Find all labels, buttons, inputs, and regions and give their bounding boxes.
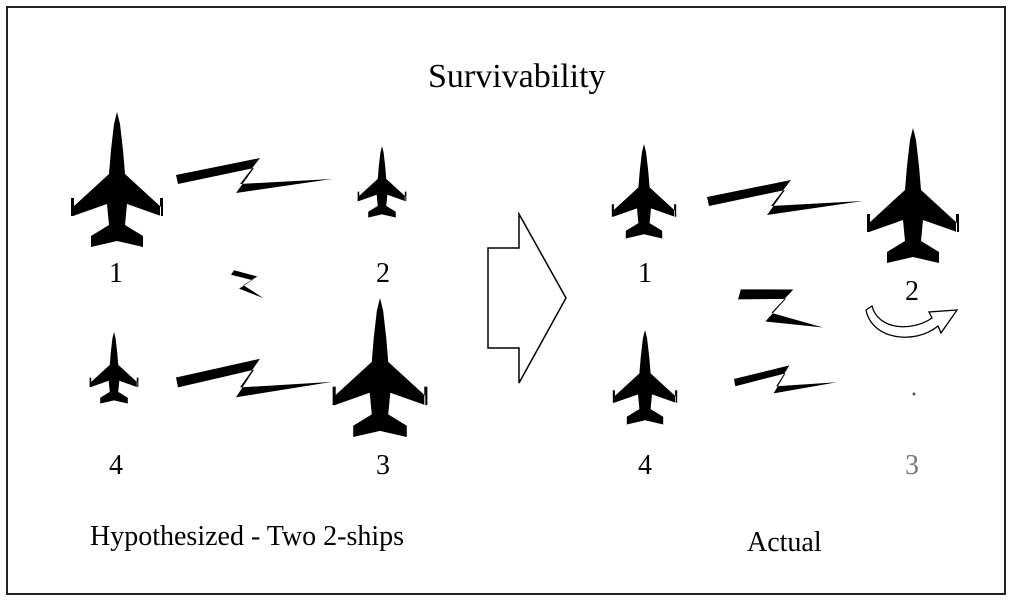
aircraft-number-1: 1: [638, 258, 652, 289]
aircraft-number-3: 3: [905, 450, 919, 481]
fighter-jet-icon: [332, 298, 428, 438]
diagram-title: Survivability: [428, 58, 606, 95]
fighter-jet-icon: [71, 112, 163, 247]
hypothesized-caption: Hypothesized - Two 2-ships: [90, 521, 405, 552]
lightning-bolt-icon: [734, 365, 837, 394]
lightning-bolt-icon: [176, 358, 332, 398]
curved-arrow-icon: [865, 304, 959, 338]
fighter-jet-icon: [612, 330, 678, 425]
lightning-bolt-icon: [176, 158, 332, 193]
lightning-bolt-icon: [227, 262, 272, 305]
fighter-jet-icon: [357, 146, 407, 218]
fighter-jet-icon: [611, 144, 677, 239]
lightning-bolt-icon: [707, 180, 863, 215]
aircraft-number-2: 2: [905, 276, 919, 307]
lightning-bolt-icon: [733, 271, 833, 343]
aircraft-number-1: 1: [109, 258, 123, 289]
fighter-jet-icon: [89, 332, 139, 404]
actual-caption: Actual: [747, 527, 822, 558]
right-arrow-icon: [487, 211, 567, 384]
diagram-frame: [6, 6, 1006, 595]
aircraft-number-2: 2: [376, 258, 390, 289]
aircraft-number-4: 4: [638, 450, 652, 481]
lost-aircraft-marker: [912, 392, 916, 396]
fighter-jet-icon: [867, 128, 959, 263]
aircraft-number-4: 4: [109, 450, 123, 481]
aircraft-number-3: 3: [376, 450, 390, 481]
